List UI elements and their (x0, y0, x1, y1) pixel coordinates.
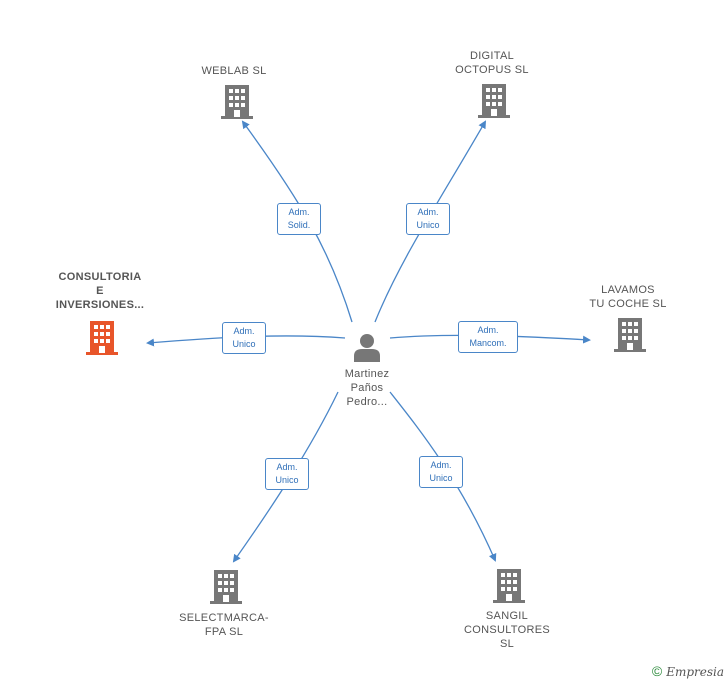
building-icon (614, 318, 646, 352)
person-icon (354, 334, 380, 362)
center-person-node[interactable]: Martinez Paños Pedro... (322, 332, 412, 409)
company-digital-octopus[interactable]: DIGITAL OCTOPUS SL (432, 49, 552, 77)
building-icon (221, 85, 253, 119)
relation-label-sangil[interactable]: Adm.Unico (419, 456, 463, 488)
relation-label-digital[interactable]: Adm.Unico (406, 203, 450, 235)
company-lavamos-label: LAVAMOS TU COCHE SL (589, 284, 667, 310)
building-icon-highlight (86, 321, 118, 355)
relation-label-weblab[interactable]: Adm.Solid. (277, 203, 321, 235)
company-digital-label: DIGITAL OCTOPUS SL (455, 50, 529, 76)
footer-brand: ©Empresia (652, 663, 724, 679)
company-sangil[interactable]: SANGIL CONSULTORES SL (447, 609, 567, 651)
relation-label-consultoria[interactable]: Adm.Unico (222, 322, 266, 354)
building-icon (210, 570, 242, 604)
company-consultoria-label: CONSULTORIA E INVERSIONES... (55, 271, 145, 311)
company-weblab-label: WEBLAB SL (201, 65, 267, 77)
company-weblab[interactable]: WEBLAB SL (174, 64, 294, 78)
company-selectmarca-label: SELECTMARCA- FPA SL (179, 612, 269, 638)
company-lavamos[interactable]: LAVAMOS TU COCHE SL (568, 283, 688, 311)
company-selectmarca[interactable]: SELECTMARCA- FPA SL (164, 611, 284, 639)
building-icon (493, 569, 525, 603)
company-sangil-label: SANGIL CONSULTORES SL (463, 610, 551, 650)
building-icon (478, 84, 510, 118)
person-name: Martinez Paños Pedro... (344, 368, 390, 408)
brand-logo-text: Empresia (666, 665, 724, 679)
copyright-symbol: © (651, 663, 663, 679)
relation-label-selectmarca[interactable]: Adm.Unico (265, 458, 309, 490)
relation-label-lavamos[interactable]: Adm.Mancom. (458, 321, 518, 353)
company-consultoria[interactable]: CONSULTORIA E INVERSIONES... (40, 270, 160, 312)
